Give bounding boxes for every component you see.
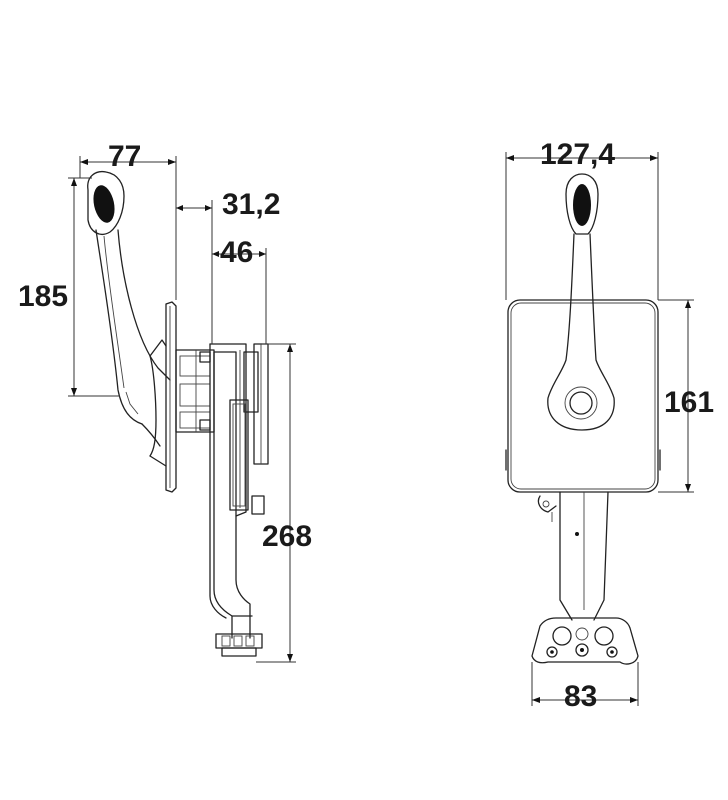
label-front-plate-height: 161: [664, 386, 714, 419]
label-front-bottom-width: 83: [564, 680, 597, 713]
dim-front-161: [658, 299, 694, 493]
front-lower-shaft: [537, 491, 609, 621]
dim-front-83: [531, 662, 639, 706]
side-bracket: [209, 343, 247, 639]
dim-side-268: [256, 343, 296, 663]
front-mount-plate: [505, 299, 661, 493]
front-view: 127,4 161 83: [505, 138, 714, 713]
label-side-total-height: 268: [262, 520, 312, 553]
side-lower-foot: [215, 515, 263, 657]
label-side-offset-a: 31,2: [222, 188, 280, 221]
side-lever-knob: [87, 170, 125, 235]
label-side-lever-width: 77: [108, 140, 141, 173]
front-lever: [547, 173, 615, 431]
label-side-offset-b: 46: [220, 236, 253, 269]
side-body-box: [175, 349, 215, 433]
label-front-plate-width: 127,4: [540, 138, 615, 171]
dim-side-77: [79, 156, 177, 300]
side-hub: [149, 339, 167, 467]
dim-side-31-2: [176, 200, 213, 344]
side-lever-arm: [95, 229, 171, 447]
side-mount-plate: [165, 301, 177, 493]
dim-side-185: [68, 177, 120, 397]
front-terminal-block: [531, 617, 639, 665]
side-view: 77 31,2 46 185 268: [18, 140, 312, 663]
label-side-lever-height: 185: [18, 280, 68, 313]
dim-front-127-4: [505, 152, 659, 300]
side-right-components: [229, 343, 269, 515]
dim-side-46: [212, 248, 267, 344]
